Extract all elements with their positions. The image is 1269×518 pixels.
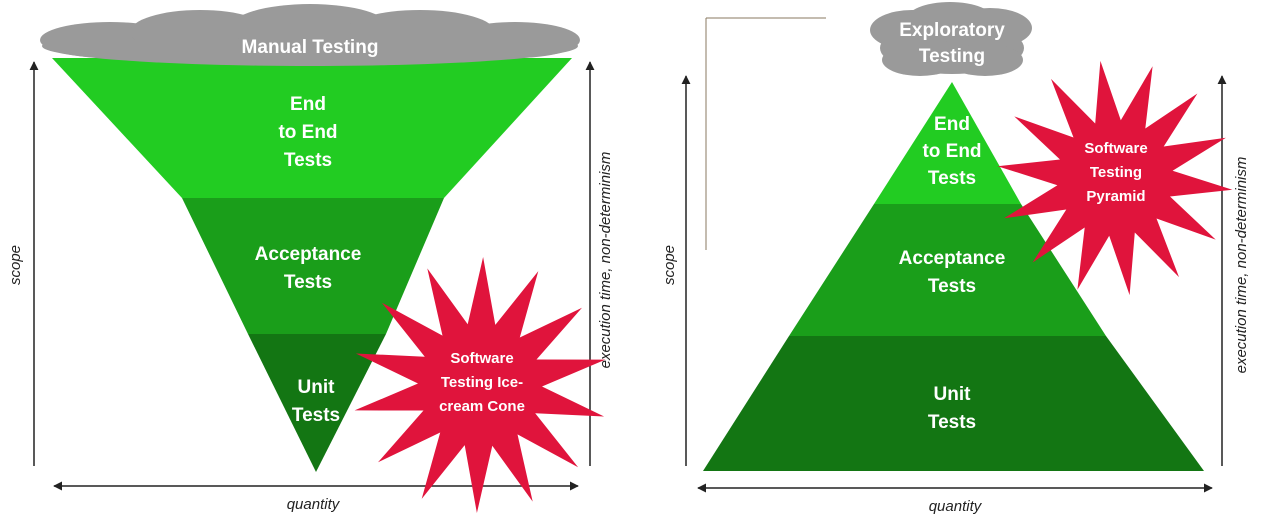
cone-cloud [40,4,580,66]
pyramid-tier1-line1: End [934,114,970,135]
pyramid-tier3-line1: Unit [934,384,972,405]
cone-tier-end-to-end [52,58,572,198]
pyramid-tier2-line2: Tests [928,276,976,297]
pyramid-cloud-line1: Exploratory [899,20,1005,41]
cone-star-line1: Software [450,350,513,367]
pyramid-star-burst [997,60,1233,296]
pyramid-tier3-line2: Tests [928,412,976,433]
cone-tier1-line2: to End [278,122,337,143]
cone-tier2-line2: Tests [284,272,332,293]
pyramid-scope-label: scope [661,245,678,285]
pyramid-star-line1: Software [1084,140,1147,157]
cone-time-label: execution time, non-determinism [597,152,614,369]
cone-tier1-line1: End [290,94,326,115]
pyramid-tier-unit [703,336,1204,471]
cone-quantity-label: quantity [287,496,341,513]
pyramid-tier-acceptance [789,204,1106,336]
cone-star-burst [354,257,606,513]
pyramid-time-label: execution time, non-determinism [1233,157,1250,374]
pyramid-quantity-label: quantity [929,498,983,515]
pyramid-tier1-line3: Tests [928,168,976,189]
pyramid-cloud [870,2,1032,76]
cone-tier-acceptance [182,198,444,334]
cone-tier3-line2: Tests [292,405,340,426]
pyramid-star-line3: Pyramid [1086,188,1145,205]
pyramid-tier2-line1: Acceptance [899,248,1006,269]
cone-tier3-line1: Unit [298,377,336,398]
pyramid-tier-labels: End to End Tests Acceptance Tests Unit T… [899,114,1006,433]
cone-tier2-line1: Acceptance [255,244,362,265]
pyramid-tier1-line2: to End [922,141,981,162]
pyramid-star-line2: Testing [1090,164,1142,181]
cone-tier-labels: End to End Tests Acceptance Tests Unit T… [255,94,362,426]
cone-scope-label: scope [7,245,24,285]
pyramid-cloud-line2: Testing [919,46,985,67]
cone-tier1-line3: Tests [284,150,332,171]
pyramid-tier-end-to-end [874,82,1021,204]
cone-tier-unit [248,334,386,472]
cone-star-line3: cream Cone [439,398,525,415]
pyramid-diagram: Exploratory Testing End to End Tests Acc… [661,2,1250,515]
cone-cloud-label: Manual Testing [242,37,379,58]
cone-star-line2: Testing Ice- [441,374,523,391]
icecream-cone-diagram: Manual Testing End to End Tests Acceptan… [7,4,614,513]
